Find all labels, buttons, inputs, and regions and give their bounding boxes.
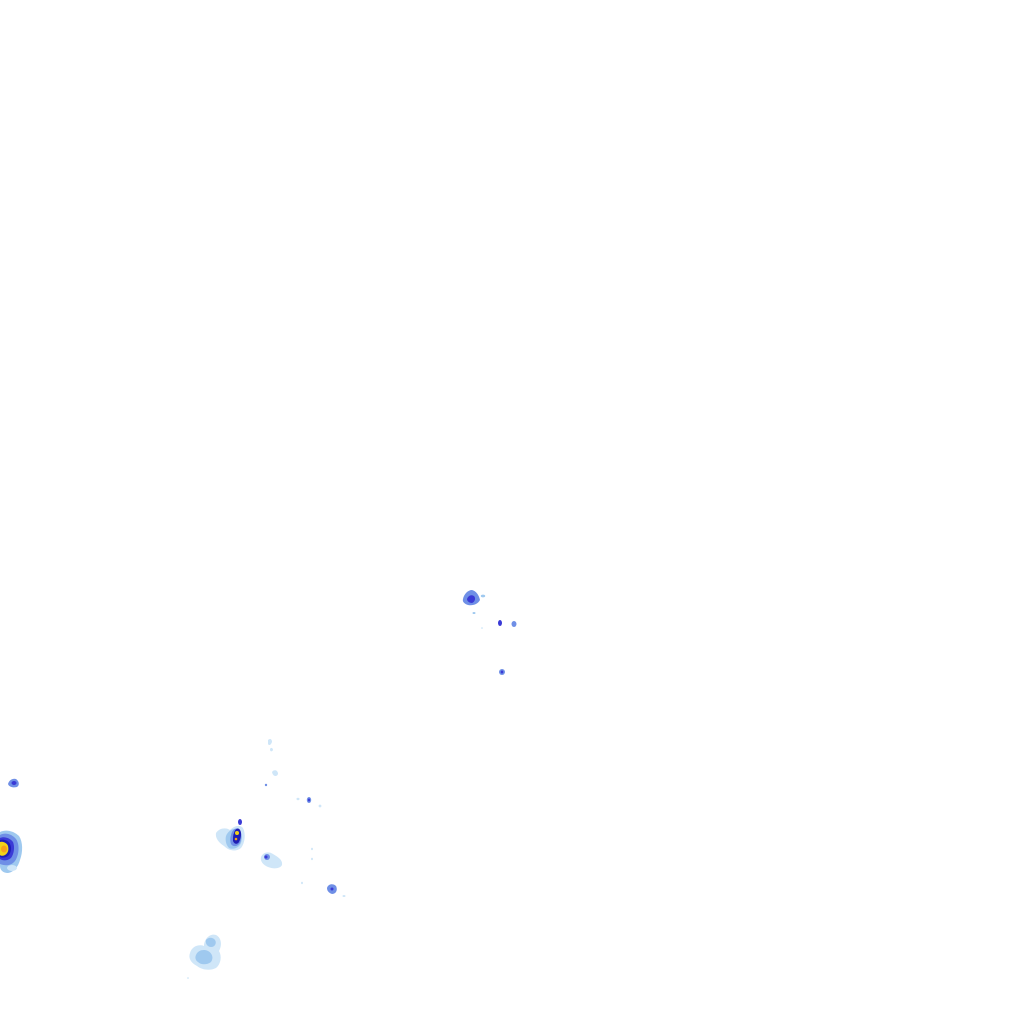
radar-echo: [308, 798, 310, 802]
radar-echo: [264, 855, 268, 859]
radar-echo: [1, 845, 7, 853]
echo-cluster-bottom-left: [187, 934, 221, 979]
radar-echo: [311, 857, 313, 861]
radar-echo: [467, 595, 476, 603]
radar-echo: [318, 804, 322, 808]
radar-echo: [11, 781, 17, 785]
radar-echo: [205, 937, 216, 947]
radar-echo: [195, 950, 213, 965]
echo-cell-mid-left: [215, 819, 245, 851]
radar-echo: [238, 819, 242, 825]
radar-echo: [480, 594, 486, 598]
radar-echo: [260, 852, 283, 869]
radar-echo: [311, 847, 313, 851]
radar-echo: [264, 783, 268, 787]
radar-echo: [330, 887, 334, 891]
echo-cluster-left-small: [8, 778, 19, 788]
radar-echo: [511, 621, 517, 627]
radar-echo: [498, 620, 502, 626]
radar-echo: [301, 881, 303, 885]
echo-cluster-center: [462, 590, 517, 675]
radar-echo: [233, 828, 242, 844]
radar-echo: [270, 747, 273, 752]
radar-echo: [472, 612, 476, 614]
radar-echo: [296, 797, 300, 801]
radar-echo: [268, 738, 272, 746]
radar-echo: [481, 627, 483, 629]
radar-echo: [235, 831, 239, 835]
radar-echo: [342, 895, 346, 897]
radar-echo: [500, 670, 504, 674]
echo-cell-strong-left: [0, 830, 23, 873]
radar-echo: [187, 977, 189, 979]
echo-scatter-mid: [260, 738, 346, 897]
radar-echo: [7, 865, 17, 871]
radar-echo: [272, 770, 278, 777]
radar-echo: [234, 837, 238, 841]
